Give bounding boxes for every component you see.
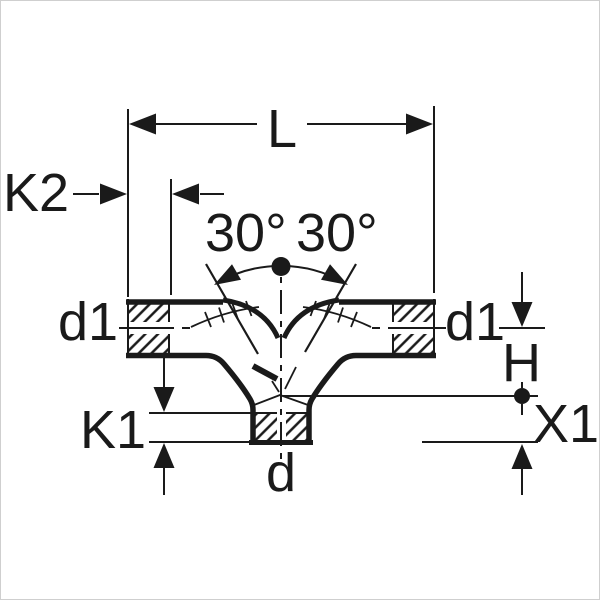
angle-arrowhead-right — [321, 264, 348, 285]
guide-tick — [218, 307, 225, 323]
dimension-K1: K1 — [80, 358, 252, 495]
label-H: H — [502, 333, 541, 393]
guide-tick — [323, 303, 331, 320]
dimension-dot — [514, 388, 530, 404]
bottom-socket-hatch-right — [286, 414, 308, 440]
guide-tick — [309, 300, 317, 317]
branch-axis-left-bold-tick — [251, 363, 279, 382]
branch-inner-curve-left — [222, 297, 281, 340]
guide-arc-right — [302, 306, 372, 328]
arrowhead-left — [129, 113, 156, 135]
branch-axes — [205, 263, 357, 393]
branch-inner-curve-right — [281, 297, 340, 340]
label-angle-left: 30° — [205, 203, 287, 263]
guide-arc-left — [190, 306, 260, 328]
branch-axis-left-dash — [271, 380, 280, 393]
guide-tick — [350, 311, 358, 328]
left-socket-hatch-bottom — [129, 334, 169, 353]
arrowhead-left-pointing — [172, 183, 199, 205]
diameter-labels: d1 d1 — [58, 292, 505, 352]
arrowhead-up — [511, 444, 533, 469]
left-socket-hatch-top — [129, 302, 169, 322]
angle-vertex-dot — [271, 257, 291, 276]
arrowhead-down — [153, 387, 175, 412]
funnel-wall-right — [306, 352, 436, 440]
arrowhead-right-pointing — [100, 183, 127, 205]
guide-tick — [337, 307, 344, 323]
label-X1: X1 — [533, 394, 599, 454]
guide-tick — [245, 300, 253, 317]
angle-arrowhead-left — [214, 264, 241, 285]
funnel-wall-left — [126, 352, 256, 440]
arrowhead-right — [406, 113, 433, 135]
label-d: d — [266, 443, 296, 503]
right-socket-hatch-bottom — [393, 334, 433, 353]
label-L: L — [267, 99, 297, 159]
arrowhead-up — [153, 443, 175, 468]
bottom-socket-hatch-left — [254, 414, 277, 440]
branch-axis-right-dash — [284, 366, 297, 390]
centerlines — [119, 277, 446, 459]
label-d1-right: d1 — [445, 292, 505, 352]
guide-tick — [231, 303, 239, 320]
branch-axis-left — [205, 263, 259, 355]
flow-guide-arcs — [190, 300, 372, 328]
label-d1-left: d1 — [58, 292, 118, 352]
label-K2: K2 — [3, 163, 69, 223]
label-K1: K1 — [80, 400, 146, 460]
dimension-H: H — [283, 272, 545, 415]
guide-tick — [204, 311, 212, 328]
right-socket-hatch-top — [393, 302, 433, 322]
arrowhead-down — [511, 302, 533, 327]
dimension-X1: X1 — [422, 394, 599, 495]
socket-hatching — [129, 302, 433, 440]
branch-axis-right — [304, 263, 357, 353]
dimension-K2: K2 — [3, 163, 224, 295]
angle-dimension: 30° 30° — [205, 203, 378, 285]
label-angle-right: 30° — [296, 203, 378, 263]
dimension-L: L — [127, 99, 435, 297]
